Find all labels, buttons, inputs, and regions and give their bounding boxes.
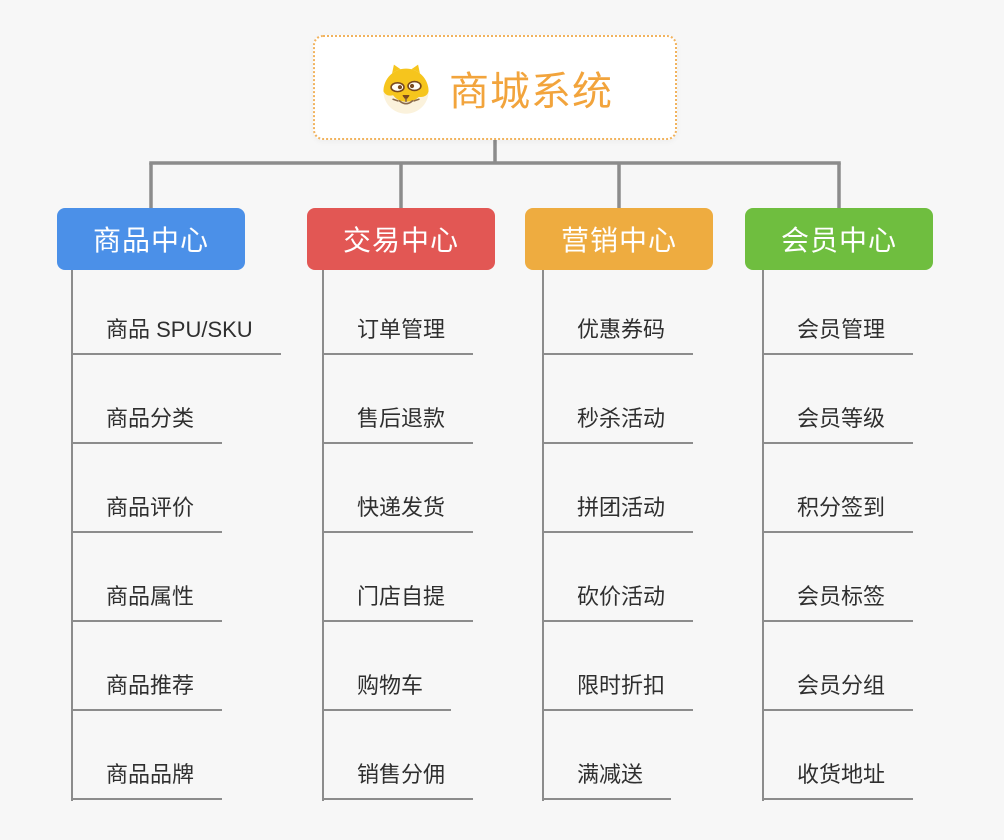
leaf-node[interactable]: 会员标签 [763, 582, 914, 622]
branch-node-product-center[interactable]: 商品中心 [57, 208, 245, 270]
leaf-node[interactable]: 售后退款 [323, 404, 474, 444]
leaf-node[interactable]: 销售分佣 [323, 760, 474, 800]
leaf-node[interactable]: 商品 SPU/SKU [72, 315, 281, 355]
leaf-node[interactable]: 商品评价 [72, 493, 223, 533]
branch-node-trade-center[interactable]: 交易中心 [307, 208, 495, 270]
leaf-node[interactable]: 积分签到 [763, 493, 914, 533]
leaf-node[interactable]: 会员等级 [763, 404, 914, 444]
leaf-node[interactable]: 限时折扣 [543, 671, 694, 711]
leaf-node[interactable]: 门店自提 [323, 582, 474, 622]
leaf-node[interactable]: 商品属性 [72, 582, 223, 622]
leaf-node[interactable]: 优惠券码 [543, 315, 694, 355]
leaf-node[interactable]: 会员分组 [763, 671, 914, 711]
leaf-node[interactable]: 满减送 [543, 760, 672, 800]
leaf-node[interactable]: 拼团活动 [543, 493, 694, 533]
leaf-node[interactable]: 订单管理 [323, 315, 474, 355]
branch-node-member-center[interactable]: 会员中心 [745, 208, 933, 270]
leaf-node[interactable]: 商品分类 [72, 404, 223, 444]
leaf-node[interactable]: 商品品牌 [72, 760, 223, 800]
leaf-node[interactable]: 砍价活动 [543, 582, 694, 622]
leaf-node[interactable]: 快递发货 [323, 493, 474, 533]
leaf-node[interactable]: 购物车 [323, 671, 452, 711]
leaf-node[interactable]: 会员管理 [763, 315, 914, 355]
leaf-node[interactable]: 商品推荐 [72, 671, 223, 711]
root-node[interactable]: 商城系统 [313, 35, 677, 140]
root-title: 商城系统 [449, 69, 613, 114]
leaf-node[interactable]: 秒杀活动 [543, 404, 694, 444]
dog-face-icon [383, 64, 429, 114]
leaf-node[interactable]: 收货地址 [763, 760, 914, 800]
branch-node-marketing-center[interactable]: 营销中心 [525, 208, 713, 270]
